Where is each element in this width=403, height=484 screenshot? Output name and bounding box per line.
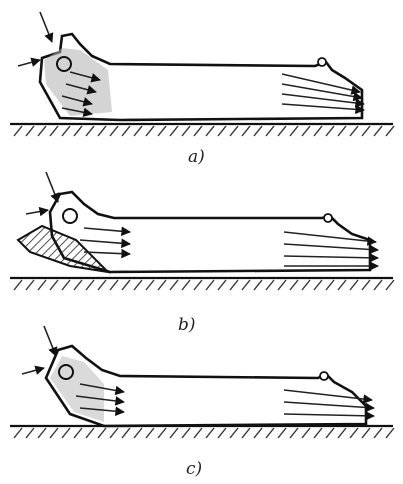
- hinge-point: [320, 372, 328, 380]
- intake-arrow: [46, 172, 58, 202]
- intake-arrow: [44, 326, 56, 356]
- panel-c: c): [10, 326, 394, 479]
- intake-arrow: [18, 60, 40, 66]
- hinge-point: [324, 214, 332, 222]
- exhaust-flow: [282, 74, 364, 110]
- ground-hatching: [14, 428, 394, 438]
- ground-hatching: [14, 126, 394, 136]
- front-skirt: [18, 226, 108, 272]
- panel-label-c: c): [186, 459, 202, 479]
- ground-hatching: [14, 280, 394, 290]
- intake-arrow: [26, 210, 48, 214]
- intake-arrow: [22, 368, 44, 374]
- panel-a: a): [10, 12, 394, 167]
- panel-b: b): [10, 172, 394, 335]
- exhaust-flow: [284, 390, 374, 416]
- intake-arrow: [40, 12, 52, 42]
- hinge-point: [318, 58, 326, 66]
- panel-label-a: a): [188, 147, 205, 167]
- craft-hull: [50, 192, 370, 272]
- panel-label-b: b): [178, 315, 196, 335]
- fan-icon: [63, 209, 77, 223]
